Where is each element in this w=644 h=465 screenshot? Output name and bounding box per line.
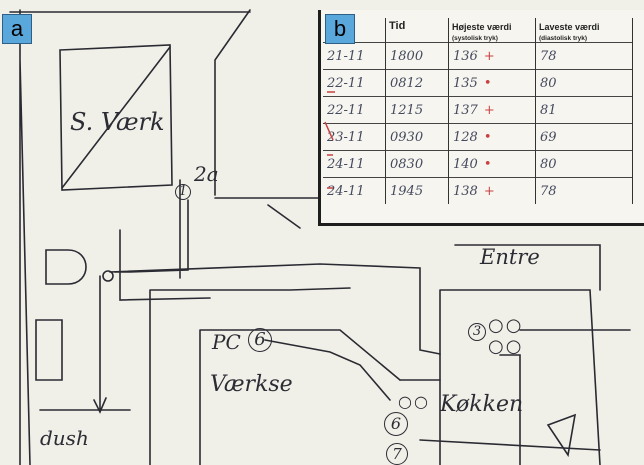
room-2-outline bbox=[199, 329, 401, 465]
room-1-label: S. Værk bbox=[70, 108, 165, 136]
kitchen-burners: ○○○○ bbox=[488, 315, 524, 357]
kitchen-label: Køkken bbox=[440, 392, 524, 417]
table-row: 24-11 0830 140 • 80 bbox=[323, 150, 633, 178]
cell-time: 1945 bbox=[385, 177, 449, 204]
table-header-row: ato Tid Højeste værdi Laveste værdi bbox=[323, 18, 633, 32]
sink bbox=[499, 354, 521, 465]
marker-2a: 2a bbox=[194, 162, 219, 186]
outer-wall-lines bbox=[9, 9, 251, 465]
sensor-circles: ○○ bbox=[398, 392, 430, 411]
kitchen-lines bbox=[399, 329, 631, 451]
wall-2 bbox=[267, 204, 301, 229]
arrow-down bbox=[93, 275, 107, 414]
wall-3 bbox=[119, 229, 211, 301]
table-subheader-row: (systolisk tryk) (diastolisk tryk) bbox=[323, 32, 633, 43]
marker-3: 3 bbox=[468, 323, 486, 341]
lamp-joint bbox=[102, 270, 114, 282]
lamp bbox=[45, 249, 87, 285]
table-row: 23-11 0930 128 • 69 bbox=[323, 123, 633, 151]
panel-b-blood-pressure-table: ato Tid Højeste værdi Laveste værdi (sys… bbox=[318, 10, 644, 226]
systolic-value: 138 bbox=[453, 183, 478, 199]
shower-box bbox=[35, 319, 63, 381]
cell-date: 24-11 bbox=[323, 150, 386, 178]
systolic-value: 128 bbox=[453, 129, 478, 145]
cell-diastolic: 78 bbox=[535, 42, 633, 70]
room-1-cross bbox=[61, 46, 171, 189]
panel-a-label: a bbox=[2, 14, 32, 44]
cell-time: 0830 bbox=[385, 150, 449, 178]
table-row: 24-11 1945 138 + 78 bbox=[323, 177, 633, 204]
systolic-mark: + bbox=[483, 102, 495, 118]
cell-systolic: 137 + bbox=[448, 96, 536, 124]
table-row: 22-11 1215 137 + 81 bbox=[323, 96, 633, 124]
header-diastolic: Laveste værdi bbox=[535, 18, 633, 32]
panel-b-label: b bbox=[325, 14, 355, 44]
main-line bbox=[109, 263, 441, 355]
stove bbox=[546, 413, 577, 458]
cell-time: 0930 bbox=[385, 123, 449, 151]
systolic-mark: • bbox=[483, 129, 492, 145]
red-margin-ticks bbox=[324, 91, 335, 189]
systolic-value: 140 bbox=[453, 156, 478, 172]
corridor bbox=[149, 287, 351, 465]
cell-date: 21-11 bbox=[323, 42, 386, 70]
cell-time: 0812 bbox=[385, 69, 449, 97]
cell-diastolic: 80 bbox=[535, 69, 633, 97]
systolic-value: 135 bbox=[453, 75, 478, 91]
cell-diastolic: 81 bbox=[535, 96, 633, 124]
blood-pressure-table: ato Tid Højeste værdi Laveste værdi (sys… bbox=[323, 18, 633, 204]
cell-systolic: 136 + bbox=[448, 42, 536, 70]
shower-label: dush bbox=[40, 426, 89, 450]
entrance-label: Entre bbox=[480, 245, 540, 269]
cell-time: 1800 bbox=[385, 42, 449, 70]
marker-6-pc: 6 bbox=[248, 328, 272, 352]
cell-date: 23-11 bbox=[323, 123, 386, 151]
cell-date: 22-11 bbox=[323, 96, 386, 124]
subheader-systolic: (systolisk tryk) bbox=[448, 32, 536, 43]
cell-systolic: 128 • bbox=[448, 123, 536, 151]
room-1-outline bbox=[59, 44, 173, 191]
subheader-time bbox=[385, 32, 449, 43]
marker-6-kitchen: 6 bbox=[384, 412, 408, 436]
systolic-mark: + bbox=[483, 48, 495, 64]
kitchen-outline bbox=[439, 244, 601, 465]
cell-diastolic: 69 bbox=[535, 123, 633, 151]
subheader-diastolic: (diastolisk tryk) bbox=[535, 32, 633, 43]
systolic-mark: + bbox=[483, 183, 495, 199]
cell-diastolic: 78 bbox=[535, 177, 633, 204]
cell-diastolic: 80 bbox=[535, 150, 633, 178]
cell-systolic: 138 + bbox=[448, 177, 536, 204]
systolic-mark: • bbox=[483, 156, 492, 172]
room-2-label: Værkse bbox=[210, 372, 293, 397]
pc-lines bbox=[264, 339, 391, 401]
table-row: 21-11 1800 136 + 78 bbox=[323, 42, 633, 70]
header-time: Tid bbox=[385, 18, 449, 32]
cell-date: 24-11 bbox=[323, 177, 386, 204]
pc-label: PC bbox=[212, 330, 241, 354]
marker-1: 1 bbox=[175, 184, 191, 200]
systolic-mark: • bbox=[483, 75, 492, 91]
cell-time: 1215 bbox=[385, 96, 449, 124]
cell-systolic: 140 • bbox=[448, 150, 536, 178]
systolic-value: 136 bbox=[453, 48, 478, 64]
marker-7: 7 bbox=[386, 443, 408, 465]
header-systolic: Højeste værdi bbox=[448, 18, 536, 32]
table-row: 22-11 0812 135• 80 bbox=[323, 69, 633, 97]
cell-systolic: 135 • bbox=[448, 69, 536, 97]
systolic-value: 137 bbox=[453, 102, 478, 118]
